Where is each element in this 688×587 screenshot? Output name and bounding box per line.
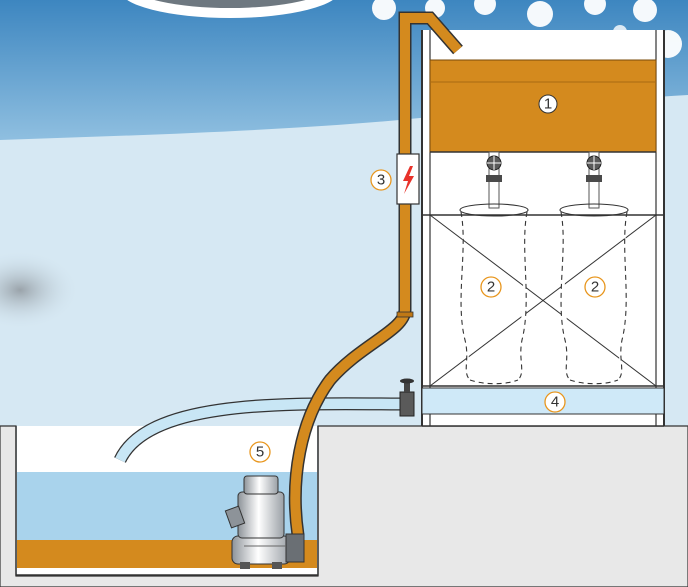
label-5: 5 bbox=[249, 441, 271, 463]
decor-bubble bbox=[633, 0, 657, 22]
gate-valve-icon bbox=[486, 155, 502, 182]
gate-valve-icon bbox=[399, 378, 415, 417]
clean-water-tray bbox=[421, 387, 665, 415]
sludge-riser-pipe bbox=[288, 11, 463, 536]
filter-bag-left bbox=[459, 203, 529, 385]
decor-bubble bbox=[372, 0, 396, 20]
ground-and-pit bbox=[0, 425, 688, 587]
label-5-text: 5 bbox=[256, 444, 264, 461]
filter-bag-right bbox=[559, 203, 629, 385]
decor-cloud bbox=[0, 250, 80, 330]
label-1-text: 1 bbox=[544, 96, 552, 113]
decor-bubble bbox=[584, 0, 606, 15]
gate-valve-icon bbox=[586, 155, 602, 182]
decor-bubble bbox=[474, 0, 496, 15]
control-box bbox=[396, 153, 420, 205]
label-4: 4 bbox=[544, 391, 566, 413]
label-3-text: 3 bbox=[377, 172, 385, 189]
lightning-bolt-icon bbox=[403, 166, 414, 194]
label-2-right: 2 bbox=[584, 276, 606, 298]
label-3: 3 bbox=[370, 169, 392, 191]
submersible-pump bbox=[224, 475, 305, 569]
filter-tower bbox=[421, 30, 665, 427]
label-2-left: 2 bbox=[480, 276, 502, 298]
decor-bubble bbox=[527, 1, 553, 27]
label-4-text: 4 bbox=[551, 394, 559, 411]
label-2-right-text: 2 bbox=[591, 279, 599, 296]
return-hose bbox=[114, 378, 415, 464]
tank-valves bbox=[486, 151, 602, 209]
label-2-left-text: 2 bbox=[487, 279, 495, 296]
label-1: 1 bbox=[538, 94, 558, 114]
